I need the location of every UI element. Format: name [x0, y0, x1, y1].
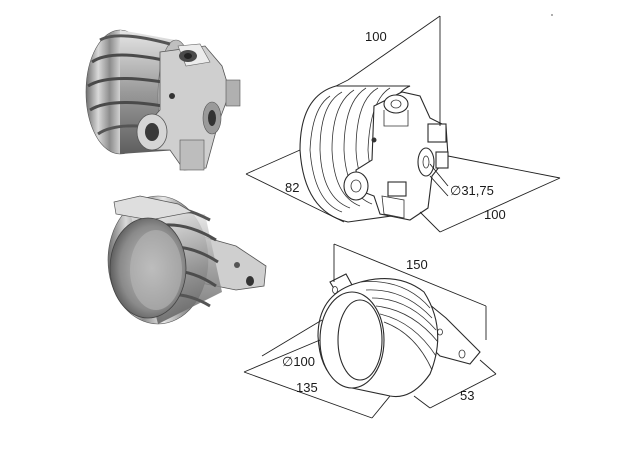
dimension-lower-height: 150 [406, 257, 428, 272]
dimension-lower-width: 135 [296, 380, 318, 395]
dimension-upper-depth: 100 [484, 207, 506, 222]
dimension-lower-depth: 53 [460, 388, 474, 403]
dimension-upper-shaft-diameter: ∅31,75 [450, 183, 494, 198]
dimension-lower-bore-diameter: ∅100 [282, 354, 315, 369]
dimension-upper-width: 82 [285, 180, 299, 195]
dimension-upper-length: 100 [365, 29, 387, 44]
rendered-pulley-with-hub [85, 29, 241, 171]
rendered-bearing-with-flange [107, 195, 267, 325]
line-drawing-bearing-flange: 150 ∅100 135 53 [243, 243, 497, 419]
line-drawing-pulley-hub: 100 82 ∅31,75 100 [245, 14, 561, 233]
